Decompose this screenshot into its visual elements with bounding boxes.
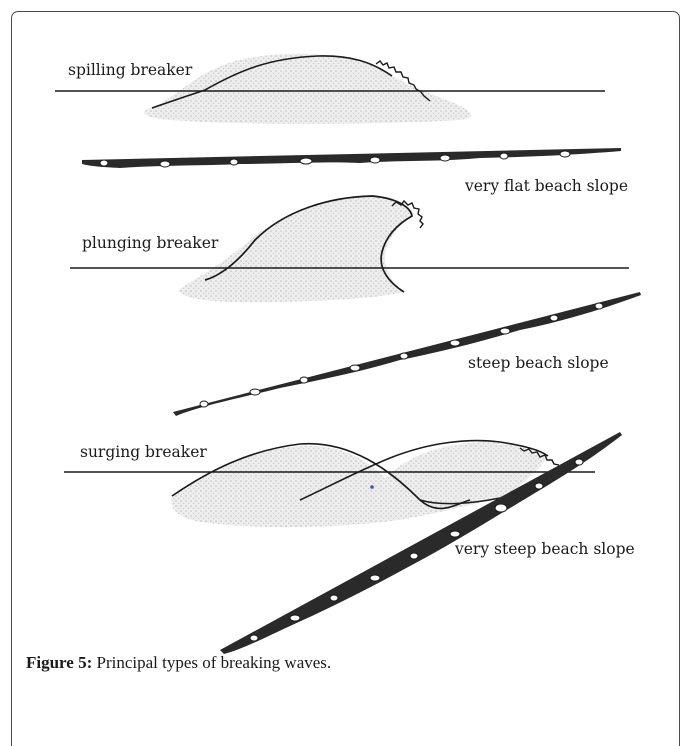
plunging-label: plunging breaker (82, 234, 219, 252)
spilling-breaker-group: spilling breaker (55, 54, 605, 124)
very-flat-beach-group: very flat beach slope (82, 148, 628, 195)
figure-caption: Figure 5: Principal types of breaking wa… (26, 653, 666, 673)
surging-label: surging breaker (80, 443, 207, 461)
caption-text: Principal types of breaking waves. (92, 653, 331, 672)
steep-label: steep beach slope (468, 354, 609, 372)
very-steep-label: very steep beach slope (454, 540, 635, 558)
surging-breaker-group: surging breaker (64, 441, 595, 528)
spilling-label: spilling breaker (68, 61, 193, 79)
very-flat-label: very flat beach slope (464, 177, 628, 195)
plunging-breaker-group: plunging breaker (70, 196, 629, 302)
steep-beach-group: steep beach slope (173, 292, 641, 416)
caption-prefix: Figure 5: (26, 653, 92, 672)
spilling-wave-body (144, 54, 471, 124)
surging-marker-dot (370, 485, 374, 489)
